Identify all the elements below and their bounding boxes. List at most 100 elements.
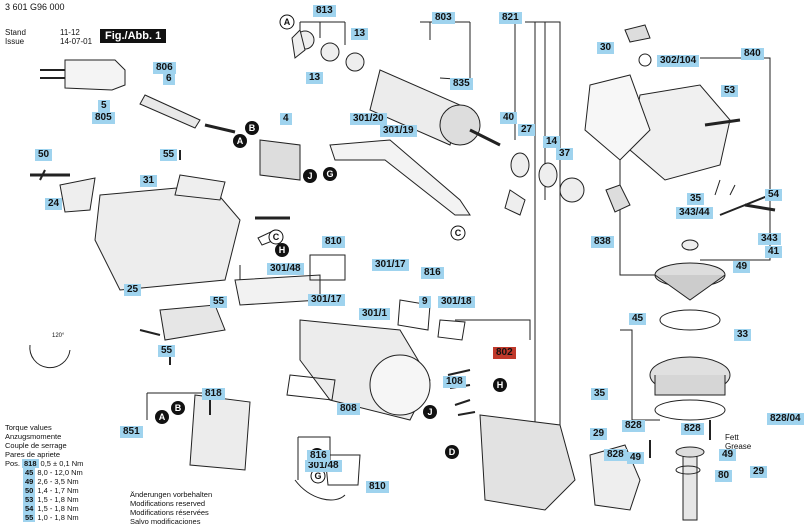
letter-b-2: B <box>175 403 182 413</box>
part-label-13: 13 <box>351 28 369 40</box>
issue-label: Issue <box>5 37 25 46</box>
letter-j: J <box>307 171 312 181</box>
part-label-repeat-8: 49 <box>719 449 737 461</box>
part-label-301-1: 301/1 <box>359 308 391 320</box>
part-label-55: 55 <box>160 149 178 161</box>
part-label-302-104: 302/104 <box>657 55 700 67</box>
part-label-840: 840 <box>741 48 764 60</box>
torque-pos: 50 <box>23 486 36 495</box>
torque-title-en: Torque values <box>5 423 52 432</box>
torque-pos-label: Pos. <box>5 459 21 468</box>
torque-title-es: Pares de apriete <box>5 450 61 459</box>
torque-title-de: Anzugsmomente <box>5 432 62 441</box>
part-label-343: 343 <box>758 233 781 245</box>
letter-a: A <box>284 17 291 27</box>
note-en: Modifications reserved <box>130 499 206 508</box>
part-label-repeat-5: 55 <box>158 345 176 357</box>
note-de: Änderungen vorbehalten <box>130 490 213 499</box>
part-label-repeat-4: 816 <box>307 450 330 462</box>
part-label-repeat-1: 810 <box>366 481 389 493</box>
part-label-108: 108 <box>443 376 466 388</box>
letter-j-2: J <box>427 407 432 417</box>
part-label-301-20: 301/20 <box>350 113 387 125</box>
part-label-813: 813 <box>313 5 336 17</box>
part-label-828-04: 828/04 <box>767 413 804 425</box>
part-label-810: 810 <box>322 236 345 248</box>
part-label-repeat-3: 301/17 <box>308 294 345 306</box>
letter-h-2: H <box>497 380 504 390</box>
part-label-80: 80 <box>715 470 733 482</box>
part-label-805: 805 <box>92 112 115 124</box>
part-label-14: 14 <box>543 136 561 148</box>
part-label-5: 5 <box>98 100 110 112</box>
part-label-54: 54 <box>765 189 783 201</box>
torque-value: 1,0 - 1,8 Nm <box>37 513 79 522</box>
torque-value: 1,4 - 1,7 Nm <box>37 486 79 495</box>
part-label-9: 9 <box>419 296 431 308</box>
torque-value: 8,0 - 12,0 Nm <box>37 468 83 477</box>
torque-pos: 54 <box>23 504 36 513</box>
part-label-808: 808 <box>337 403 360 415</box>
grease-note: Fett Grease <box>725 433 751 451</box>
torque-value: 2,6 - 3,5 Nm <box>37 477 79 486</box>
letter-c-2: C <box>455 228 462 238</box>
part-label-27: 27 <box>518 124 536 136</box>
part-label-343-44: 343/44 <box>676 207 713 219</box>
grease-de: Fett <box>725 433 739 442</box>
letter-g: G <box>326 169 333 179</box>
part-label-repeat-0: 13 <box>306 72 324 84</box>
letter-a-3: A <box>159 412 166 422</box>
letter-b: B <box>249 123 256 133</box>
part-label-4: 4 <box>280 113 292 125</box>
part-label-repeat-11: 29 <box>750 466 768 478</box>
part-label-301-17: 301/17 <box>372 259 409 271</box>
torque-pos: 45 <box>23 468 36 477</box>
part-label-24: 24 <box>45 198 63 210</box>
torque-value: 1,5 - 1,8 Nm <box>37 495 79 504</box>
part-label-29: 29 <box>590 428 608 440</box>
part-label-851: 851 <box>120 426 143 438</box>
letter-g-2: G <box>314 471 321 481</box>
part-label-35: 35 <box>591 388 609 400</box>
part-label-repeat-9: 35 <box>687 193 705 205</box>
part-label-816: 816 <box>421 267 444 279</box>
note-es: Salvo modificaciones <box>130 517 201 526</box>
torque-pos: 49 <box>23 477 36 486</box>
part-label-818: 818 <box>202 388 225 400</box>
part-label-31: 31 <box>140 175 158 187</box>
part-label-repeat-7: 49 <box>733 261 751 273</box>
note-fr: Modifications réservées <box>130 508 209 517</box>
part-label-30: 30 <box>597 42 615 54</box>
part-label-301-19: 301/19 <box>380 125 417 137</box>
part-label-33: 33 <box>734 329 752 341</box>
part-label-301-48: 301/48 <box>267 263 304 275</box>
part-label-50: 50 <box>35 149 53 161</box>
drawing-code: 3 601 G96 000 <box>5 2 65 12</box>
part-label-repeat-12: 828 <box>681 423 704 435</box>
grease-en: Grease <box>725 442 752 451</box>
figure-label: Fig./Abb. 1 <box>100 29 167 43</box>
part-label-806: 806 <box>153 62 176 74</box>
stand-label: Stand <box>5 28 26 37</box>
part-label-49: 49 <box>627 452 645 464</box>
part-label-repeat-10: 828 <box>604 449 627 461</box>
angle-label: 120° <box>52 333 65 339</box>
letter-c: C <box>273 232 280 242</box>
part-label-40: 40 <box>500 112 518 124</box>
part-label-6: 6 <box>163 73 175 85</box>
part-label-45: 45 <box>629 313 647 325</box>
part-label-repeat-2: 301/48 <box>305 460 342 472</box>
letter-d: D <box>449 447 456 457</box>
part-label-53: 53 <box>721 85 739 97</box>
part-label-821: 821 <box>499 12 522 24</box>
part-label-41: 41 <box>765 246 783 258</box>
torque-pos: 818 <box>22 459 39 468</box>
